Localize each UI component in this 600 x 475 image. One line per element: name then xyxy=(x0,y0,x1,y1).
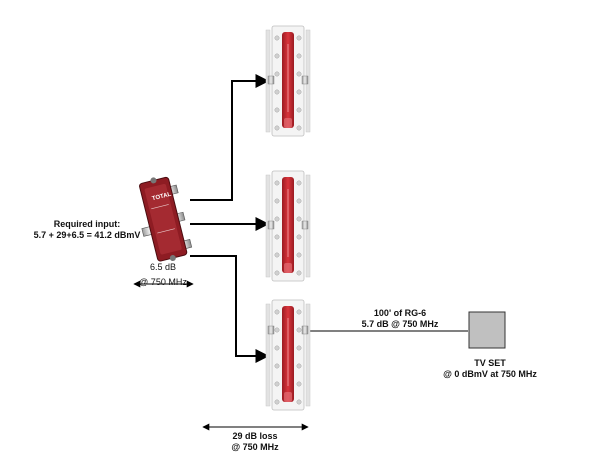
splitter-loss-line2: @ 750 MHz xyxy=(139,277,187,287)
input-label: Required input: 5.7 + 29+6.5 = 41.2 dBmV xyxy=(32,219,142,241)
cable-label-line2: 5.7 dB @ 750 MHz xyxy=(361,319,439,329)
connector-line-bottom xyxy=(190,255,270,363)
tv-set-box xyxy=(468,311,506,349)
attenuator-loss-line2: @ 750 MHz xyxy=(231,442,279,452)
cable-label-line1: 100' of RG-6 xyxy=(373,308,427,318)
attenuator-loss-label: 29 dB loss @ 750 MHz xyxy=(215,431,295,453)
attenuator-middle xyxy=(265,170,311,282)
input-label-line2: 5.7 + 29+6.5 = 41.2 dBmV xyxy=(33,230,141,240)
attenuator-bottom xyxy=(265,299,311,411)
attenuator-loss-line1: 29 dB loss xyxy=(232,431,278,441)
splitter-loss-line1: 6.5 dB xyxy=(149,262,177,272)
connector-line-top xyxy=(190,74,270,201)
tv-label: TV SET @ 0 dBmV at 750 MHz xyxy=(430,358,550,380)
attenuator-top xyxy=(265,25,311,137)
splitter-brand-label: TOTAL xyxy=(152,192,173,203)
cable-label: 100' of RG-6 5.7 dB @ 750 MHz xyxy=(340,308,460,330)
tv-label-line2: @ 0 dBmV at 750 MHz xyxy=(443,369,537,379)
splitter-loss-label: 6.5 dB @ 750 MHz xyxy=(128,262,198,288)
tv-label-line1: TV SET xyxy=(474,358,506,368)
input-label-line1: Required input: xyxy=(53,219,121,229)
splitter-device xyxy=(139,176,193,262)
